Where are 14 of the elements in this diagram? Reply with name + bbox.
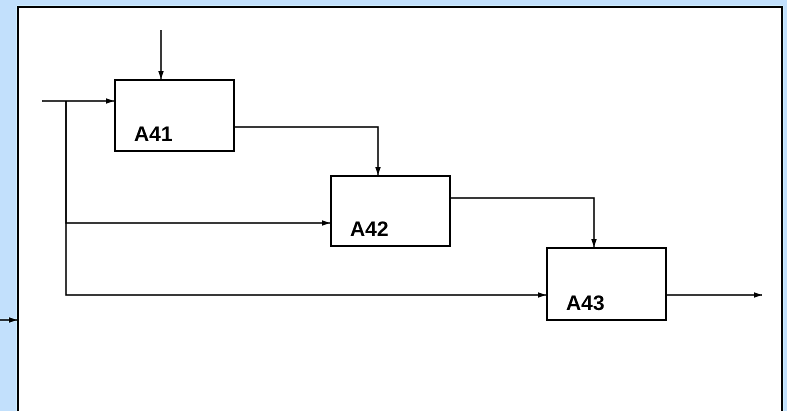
arrow — [667, 292, 762, 298]
process-box — [114, 79, 235, 152]
process-box — [330, 175, 451, 247]
diagram-frame — [17, 6, 783, 411]
activity-label: A43 — [566, 293, 605, 315]
arrow — [451, 197, 597, 247]
arrow — [235, 126, 381, 175]
activity-label: A41 — [134, 124, 173, 146]
arrow — [65, 101, 546, 298]
arrow — [158, 30, 164, 79]
arrow — [0, 317, 17, 323]
arrow — [42, 98, 114, 104]
process-box — [546, 247, 667, 321]
activity-label: A42 — [350, 219, 389, 241]
